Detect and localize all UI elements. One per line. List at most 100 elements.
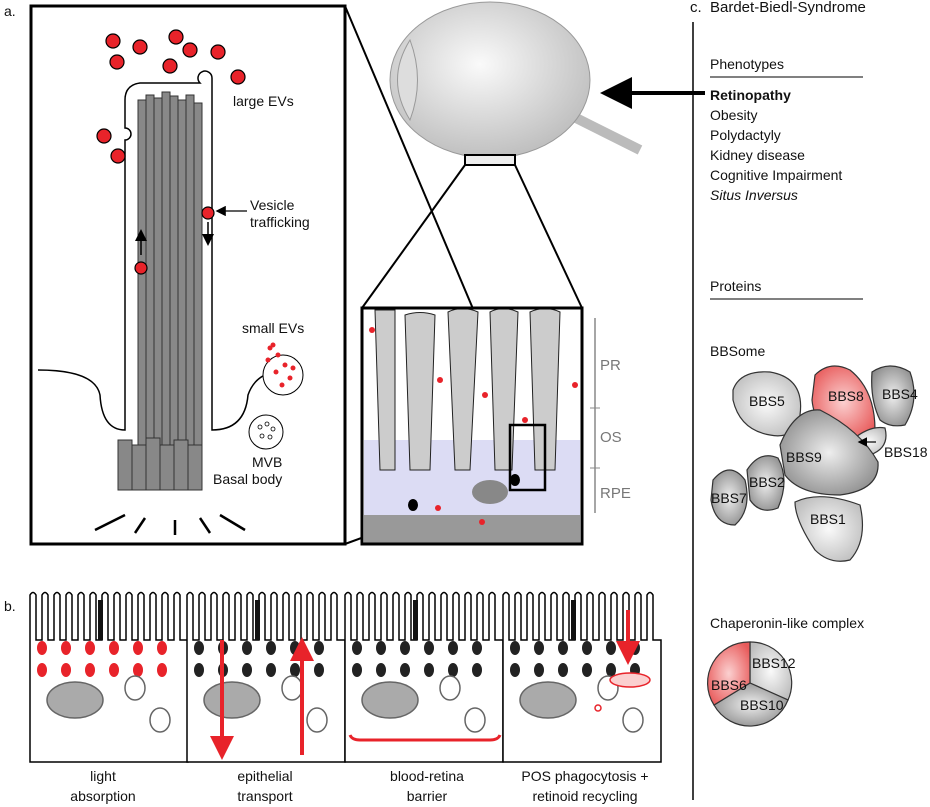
melanosome [534,663,544,677]
function-label: light [90,768,116,784]
nucleus [519,681,577,719]
bbs7-label: BBS7 [711,490,747,506]
melanosome [242,663,252,677]
melanosome [582,641,592,655]
mitochondrion [281,675,303,701]
function-label: absorption [70,788,135,804]
melanosome [400,663,410,677]
bbs1-label: BBS1 [810,511,846,527]
bbsome-heading: BBSome [710,343,765,359]
melanosome [314,641,324,655]
small-evs-label: small EVs [242,320,304,336]
pos-tip [255,600,260,640]
tight-junction-barrier [348,734,502,742]
phenotype-item: Obesity [710,107,757,123]
melanosome [630,641,640,655]
retina-inset [360,306,584,546]
bbs10-label: BBS10 [740,697,784,713]
function-label: transport [237,788,292,804]
vesicle-trafficking-label: Vesicle [250,197,295,213]
zoom-line [361,164,466,309]
chaperonin-diagram [707,641,793,727]
melanosome [109,641,119,655]
melanosome [133,663,143,677]
nucleus [361,681,419,719]
function-label: epithelial [237,768,292,784]
rpe-cell [344,591,504,763]
layer-pr-label: PR [600,357,621,374]
phenotype-item: Retinopathy [710,87,791,103]
basal-body [117,437,203,491]
melanosome [424,641,434,655]
phagosome [609,672,651,688]
melanosome [37,663,47,677]
melanosome [448,663,458,677]
melanosome [109,663,119,677]
melanosome [510,663,520,677]
pos-tip [571,600,576,640]
melanosome [558,641,568,655]
bbs4-subunit [871,365,915,427]
melanosome [448,641,458,655]
panel-b-label: b. [4,598,16,614]
function-label: barrier [407,788,448,804]
eye-illustration [389,1,643,166]
melanosome [290,663,300,677]
melanosome [424,663,434,677]
pos-tip [98,600,103,640]
melanosome [472,641,482,655]
function-label: retinoid recycling [532,788,637,804]
bbs6-subunit [707,641,751,706]
chaperonin-heading: Chaperonin-like complex [710,615,864,631]
mitochondrion [124,675,146,701]
melanosome [242,641,252,655]
layer-os-label: OS [600,429,622,446]
melanosome [376,641,386,655]
bbs12-label: BBS12 [752,655,796,671]
bbs6-label: BBS6 [711,677,747,693]
melanosome [400,641,410,655]
bbs2-subunit [746,455,785,511]
phenotype-item: Kidney disease [710,147,805,163]
panel-a-label: a. [4,3,16,19]
melanosome [534,641,544,655]
melanosome [352,641,362,655]
rpe-cells [29,591,662,763]
nucleus [46,681,104,719]
bbs7-subunit [710,469,748,526]
rpe-cell [186,591,346,763]
syndrome-title: Bardet-Biedl-Syndrome [710,0,866,16]
melanosome [266,663,276,677]
melanosome [314,663,324,677]
rootlets [94,513,246,535]
bbs2-label: BBS2 [749,474,785,490]
mvb-label: MVB [252,454,282,470]
melanosome [194,641,204,655]
vesicle-trafficking-label-2: trafficking [250,214,310,230]
mitochondrion [149,707,171,733]
melanosome [606,641,616,655]
panel-c-label: c. [690,0,702,16]
proteins-heading: Proteins [710,278,761,294]
large-evs-label: large EVs [233,93,294,109]
rpe-cell [502,591,662,763]
phenotype-item: Situs Inversus [710,187,798,203]
layer-rpe-label: RPE [600,485,631,502]
phenotype-item: Polydactyly [710,127,781,143]
melanosome [606,663,616,677]
axoneme [137,91,203,466]
melanosome [37,641,47,655]
large-evs [96,29,246,275]
phenotypes-heading: Phenotypes [710,56,784,72]
melanosome [582,663,592,677]
mitochondrion [622,707,644,733]
melanosome [133,641,143,655]
bbs9-label: BBS9 [786,449,822,465]
mvb [248,414,284,450]
mitochondrion [306,707,328,733]
melanosome [85,641,95,655]
function-label: POS phagocytosis + [521,768,648,784]
melanosome [194,663,204,677]
zoom-line [514,164,583,309]
